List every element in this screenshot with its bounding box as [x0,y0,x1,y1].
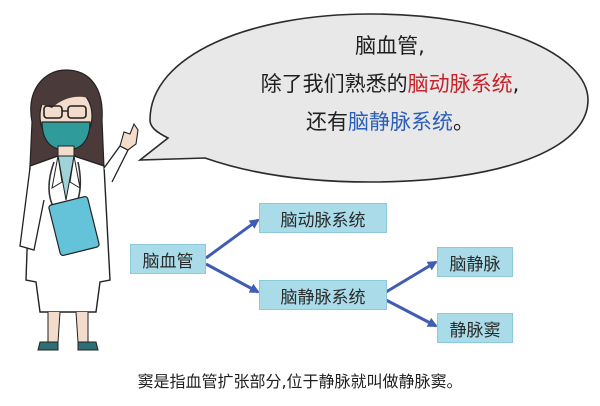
bubble-line-1: 脑血管, [205,28,575,64]
bubble-artery-highlight: 脑动脉系统 [407,72,513,96]
bubble-line-3-prefix: 还有 [306,110,348,134]
node-artery-system: 脑动脉系统 [259,203,387,233]
bubble-line-3-suffix: 。 [453,110,474,134]
arrow-to-artery [205,218,260,260]
doctor-illustration [19,69,139,351]
node-cerebral-vein: 脑静脉 [437,247,513,277]
arrow-to-cerebral-vein [385,260,438,294]
node-vein-system: 脑静脉系统 [259,280,387,310]
arrow-to-venous-sinus [385,298,438,328]
arrow-to-vein-system [205,262,260,294]
bubble-line-2-suffix: , [512,72,520,96]
bubble-line-2: 除了我们熟悉的脑动脉系统, [205,66,575,102]
node-cerebral-vessels: 脑血管 [130,244,206,274]
bubble-vein-highlight: 脑静脉系统 [348,110,453,134]
bubble-line-3: 还有脑静脉系统。 [205,104,575,140]
node-venous-sinus: 静脉窦 [437,313,513,343]
bubble-line-1-text: 脑血管, [355,34,425,58]
speech-bubble [137,13,589,183]
bubble-line-2-prefix: 除了我们熟悉的 [260,72,408,96]
caption: 窦是指血管扩张部分,位于静脉就叫做静脉窦。 [137,372,463,391]
